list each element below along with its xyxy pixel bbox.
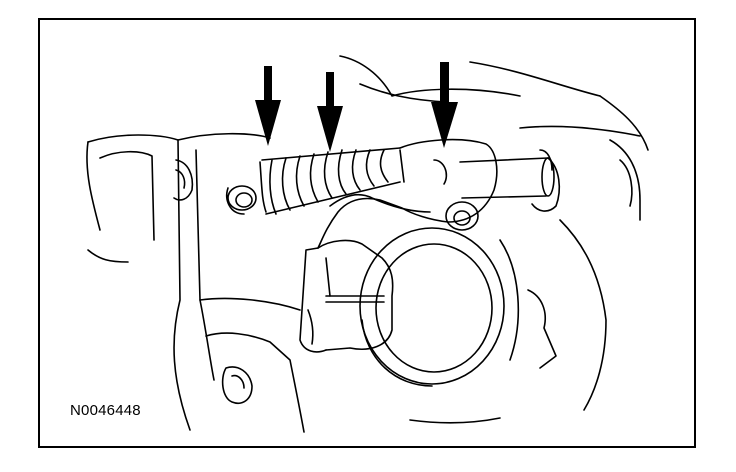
figure-frame xyxy=(38,18,696,448)
callout-arrows xyxy=(255,62,458,152)
engine-casting-outline xyxy=(86,55,649,433)
mounting-bolt-left xyxy=(226,185,257,215)
coil-spring xyxy=(259,147,401,215)
figure-id-label: N0046448 xyxy=(70,402,141,419)
arrow-down-icon xyxy=(317,72,343,152)
selector-shaft xyxy=(459,157,555,199)
arrow-down-icon xyxy=(431,62,458,148)
bearing-seal-ring xyxy=(359,227,505,387)
arrow-down-icon xyxy=(255,66,281,146)
selector-lever xyxy=(299,138,498,353)
